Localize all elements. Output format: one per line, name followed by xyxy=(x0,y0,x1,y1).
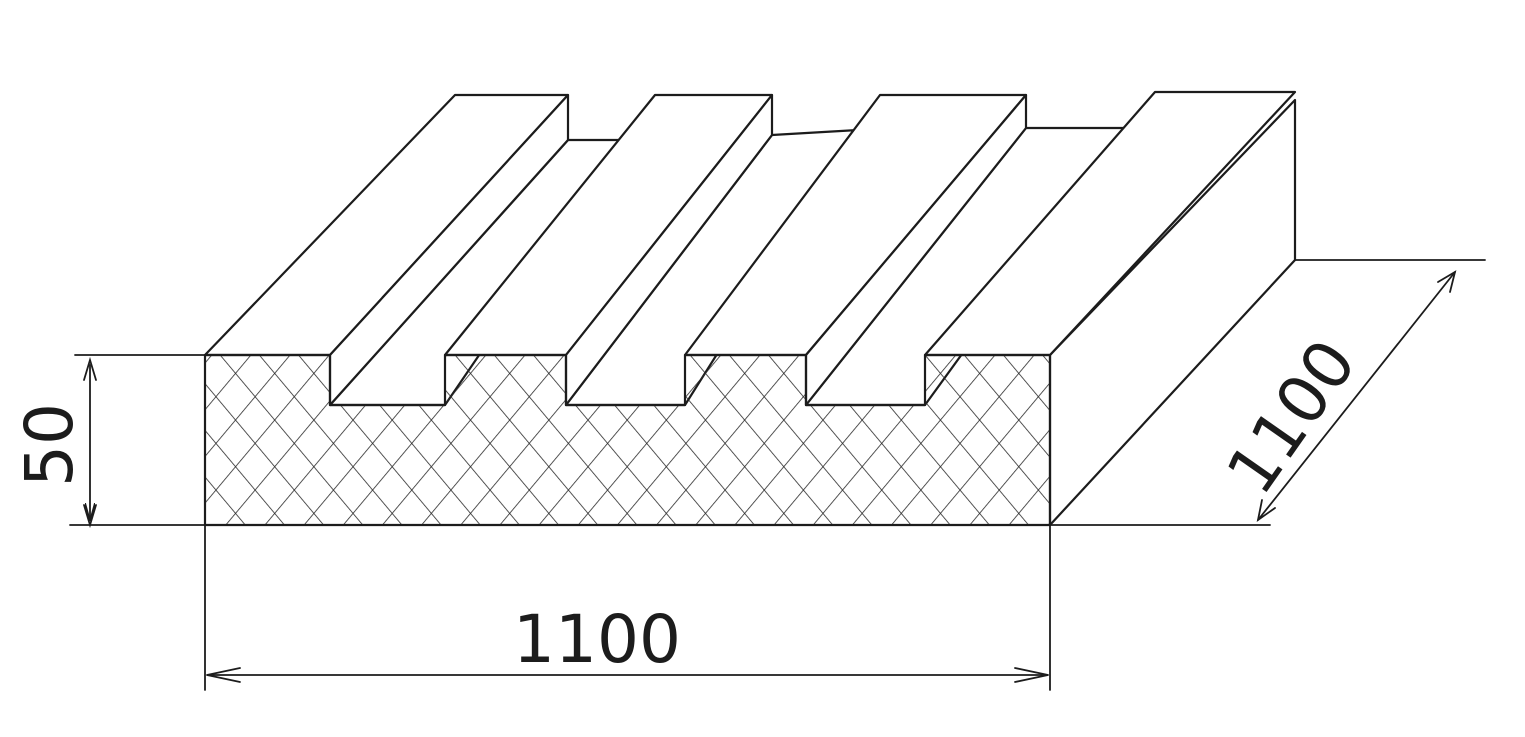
depth-dimension-label: 1100 xyxy=(1212,326,1371,508)
height-dimension: 50 xyxy=(11,354,206,529)
front-cross-section xyxy=(203,353,1052,527)
height-dimension-label: 50 xyxy=(11,403,88,487)
width-dimension-label: 1100 xyxy=(513,601,681,678)
width-dimension: 1100 xyxy=(204,524,1051,691)
